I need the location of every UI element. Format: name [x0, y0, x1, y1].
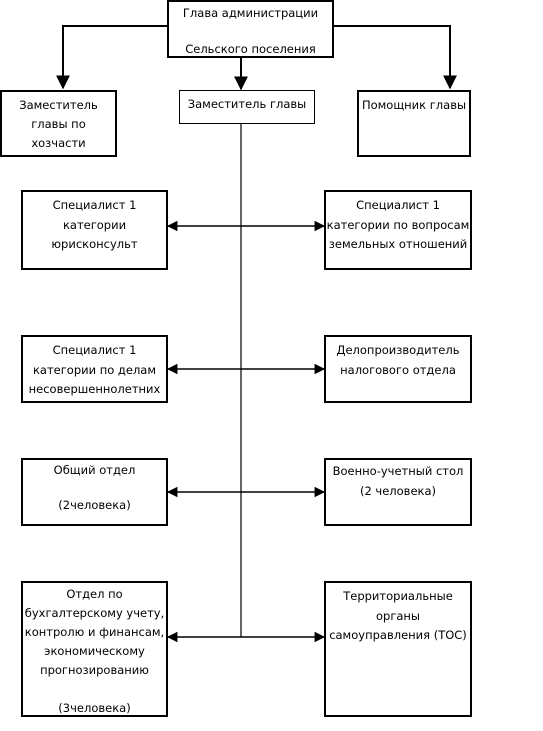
- box-text-line: земельных отношений: [328, 237, 468, 251]
- node-minors-specialist: Специалист 1 категории по делам несовершен…: [21, 335, 168, 403]
- box-text-line: главы по: [31, 117, 86, 131]
- box-text-line: Отдел по: [66, 587, 123, 601]
- node-tax-clerk: Делопроизводитель налогового отдела: [324, 335, 472, 403]
- node-accounting-dept: Отдел по бухгалтерскому учету, контролю и …: [21, 581, 168, 717]
- node-assistant: Помощник главы: [357, 90, 471, 157]
- box-text-line: категории: [62, 217, 127, 232]
- box-text-line: категории по вопросам: [326, 217, 470, 232]
- box-text-line: (3человека): [58, 701, 131, 715]
- box-text-line: Помощник главы: [361, 98, 467, 112]
- box-text-line: несовершеннолетних: [28, 382, 161, 396]
- box-text-line: Заместитель: [19, 98, 98, 112]
- node-deputy: Заместитель главы: [179, 90, 315, 124]
- box-text-line: Специалист 1: [52, 343, 137, 357]
- node-general-dept: Общий отдел (2человека): [21, 458, 168, 526]
- box-text-line: Специалист 1: [52, 198, 137, 212]
- box-text-line: (2 человека): [359, 483, 437, 498]
- box-text-line: экономическому: [44, 644, 145, 658]
- node-deputy-economy: Заместитель главы по хозчасти: [0, 90, 117, 157]
- box-text-spacer: [169, 22, 332, 41]
- box-text-line: (2человека): [58, 498, 131, 512]
- box-text-line: Делопроизводитель: [336, 343, 460, 357]
- node-territorial-bodies: Территориальные органы самоуправления (ТОС…: [324, 581, 472, 717]
- box-text-line: Специалист 1: [356, 198, 440, 212]
- box-text-line: категории по делам: [32, 362, 157, 377]
- box-text-line: Общий отдел: [53, 463, 136, 477]
- box-text-line: налогового отдела: [340, 362, 456, 377]
- box-text-line: бухгалтерскому учету,: [24, 606, 165, 620]
- box-text-line: самоуправления (ТОС): [329, 628, 467, 642]
- box-text-line: Глава администрации: [182, 6, 319, 20]
- box-text-line: Сельского поселения: [185, 42, 316, 56]
- box-text-spacer: [23, 478, 166, 497]
- box-text-line: Заместитель главы: [187, 97, 307, 111]
- node-military-desk: Военно-учетный стол (2 человека): [324, 458, 472, 526]
- connector-head-to-assistant: [334, 25, 457, 90]
- box-text-line: контролю и финансам,: [24, 625, 165, 639]
- box-text-line: прогнозированию: [40, 663, 149, 677]
- node-lawyer: Специалист 1 категории юрисконсульт: [21, 190, 168, 270]
- connector-head-to-deputy-economy: [56, 25, 167, 90]
- box-text-line: Территориальные: [343, 589, 453, 603]
- box-text-line: органы: [375, 608, 421, 623]
- box-text-line: хозчасти: [31, 136, 86, 150]
- box-text-spacer: [23, 680, 166, 699]
- box-text-line: юрисконсульт: [51, 237, 138, 251]
- node-land-specialist: Специалист 1 категории по вопросам земельн…: [324, 190, 472, 270]
- box-text-line: Военно-учетный стол: [332, 464, 464, 478]
